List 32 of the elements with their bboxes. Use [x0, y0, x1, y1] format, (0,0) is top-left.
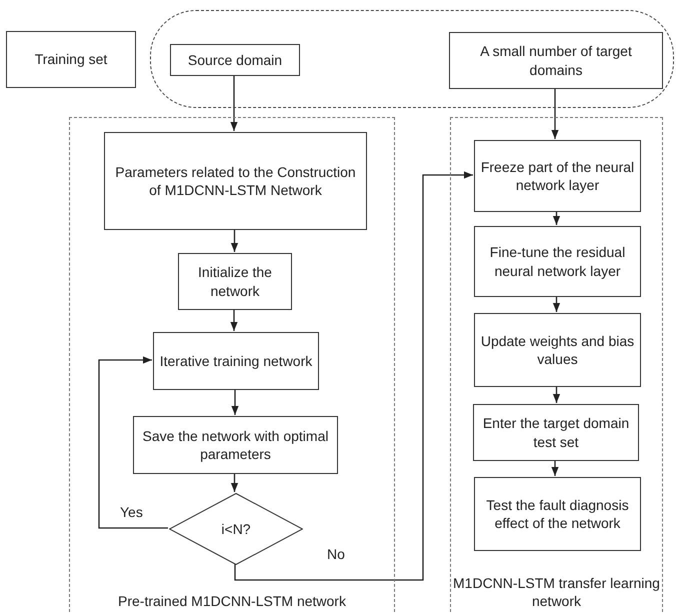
arrow	[230, 75, 238, 131]
arrow	[98, 356, 168, 529]
process-box: Training set	[6, 31, 136, 88]
arrow	[552, 211, 560, 225]
arrow	[234, 171, 473, 581]
edge-label: Yes	[118, 504, 145, 520]
process-box: Update weights and bias values	[474, 313, 641, 387]
arrow	[552, 386, 560, 403]
arrow	[552, 296, 560, 312]
dashed-region	[69, 117, 395, 612]
arrow	[231, 389, 239, 415]
process-box: Freeze part of the neural network layer	[474, 140, 641, 212]
process-box: Iterative training network	[153, 332, 319, 390]
process-box: Enter the target domain test set	[473, 404, 639, 461]
process-box: Source domain	[170, 44, 300, 76]
arrow	[230, 229, 238, 252]
process-box: Save the network with optimal parameters	[133, 416, 338, 474]
region-caption: M1DCNN-LSTM transfer learning network	[452, 574, 661, 610]
region-caption: Pre-trained M1DCNN-LSTM network	[117, 592, 347, 610]
arrow	[551, 460, 559, 476]
dashed-group-outline	[150, 10, 674, 108]
decision-label: i<N?	[221, 521, 251, 537]
edge-label: No	[325, 546, 347, 562]
process-box: Fine-tune the residual neural network layer	[474, 226, 641, 297]
dashed-region	[450, 117, 663, 612]
process-box: Test the fault diagnosis effect of the network	[474, 477, 641, 551]
arrow	[230, 473, 238, 492]
arrow	[551, 88, 559, 139]
process-box: Parameters related to the Construction of M1DCNN-LSTM Network	[104, 132, 367, 230]
arrow	[230, 309, 238, 331]
process-box: Initialize the network	[178, 253, 292, 310]
process-box: A small number of target domains	[449, 32, 663, 89]
